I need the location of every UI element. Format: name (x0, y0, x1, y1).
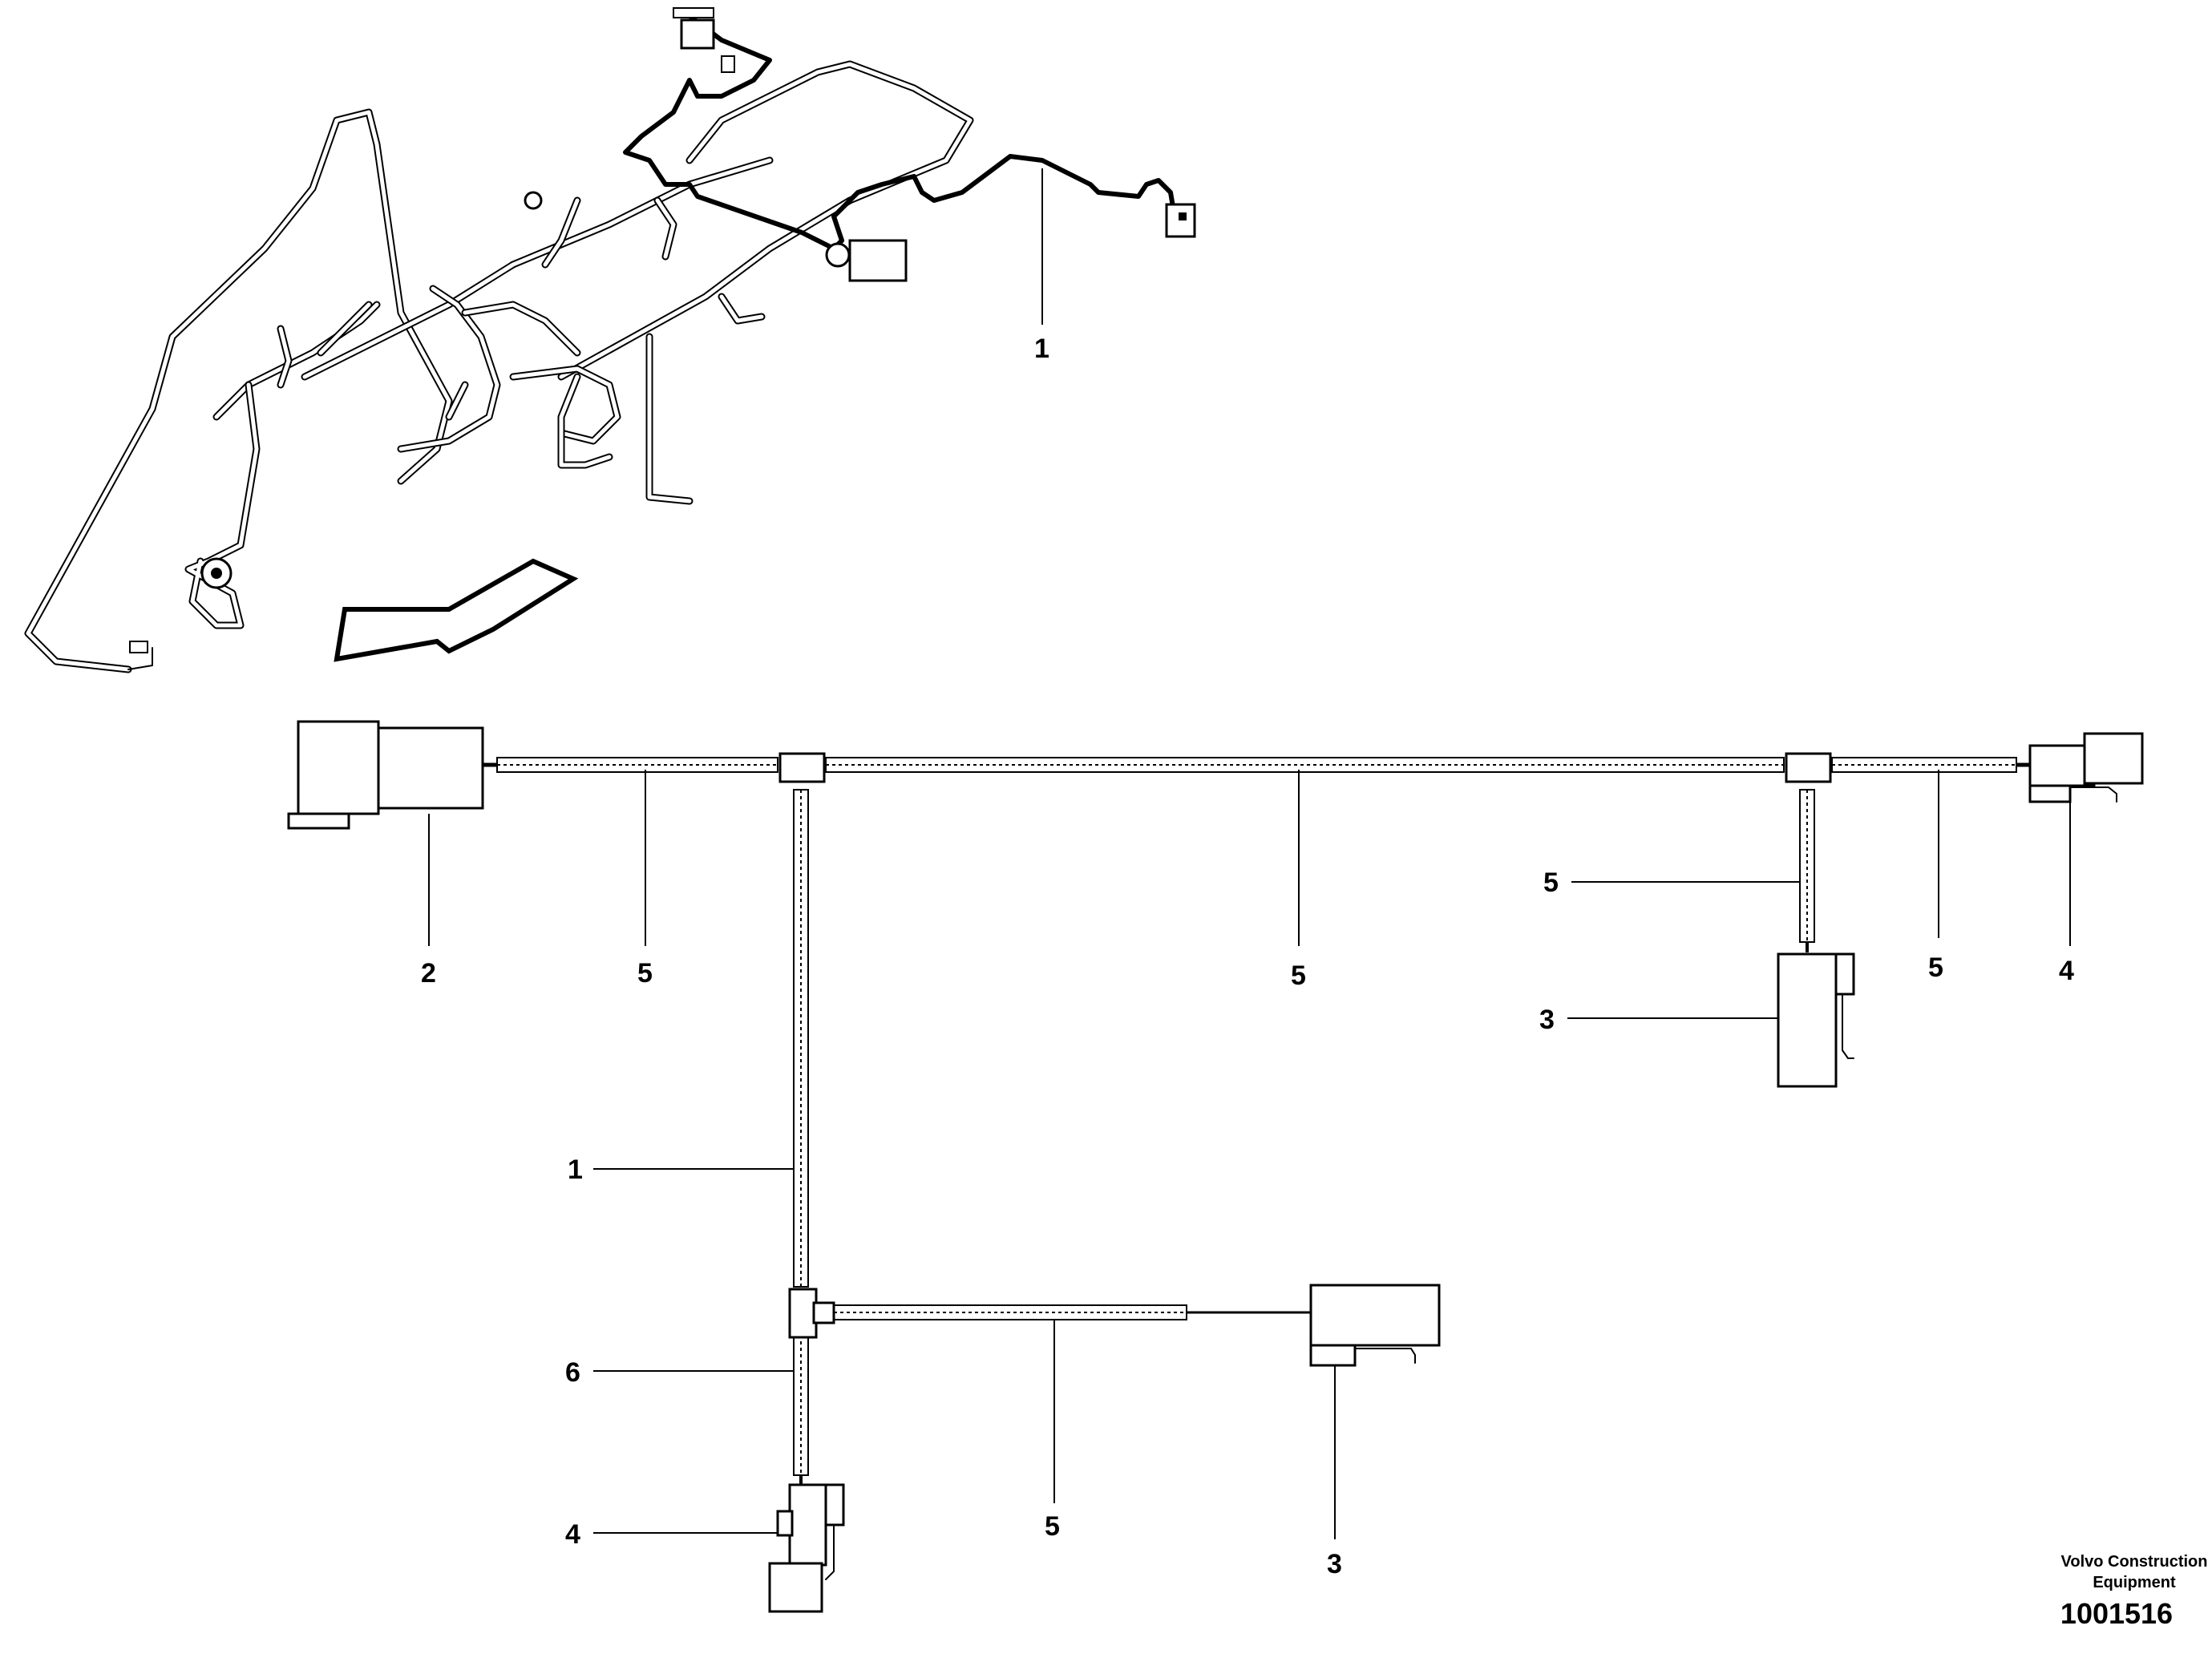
callout-conduit-3: 5 (1928, 952, 1943, 983)
callout-conduit-2: 5 (1291, 960, 1306, 991)
drawing-footer: Volvo Construction Equipment 1001516 (2060, 1553, 2208, 1630)
junction-t-1 (778, 752, 826, 783)
junction-t-3 (788, 1288, 818, 1339)
conduit-horizontal-main (496, 757, 2017, 773)
conduit-vertical-right (1799, 789, 1815, 952)
callout-connector-c2: 4 (565, 1519, 580, 1550)
connector-3-lower (1309, 1284, 1441, 1367)
harness-branch-cluster (277, 191, 677, 469)
callout-conduit-1: 5 (637, 958, 653, 989)
direction-arrow-icon (334, 558, 579, 662)
harness-highlighted (623, 7, 1196, 282)
connector-3-upper (1777, 952, 1855, 1088)
callout-harness-branch: 1 (568, 1154, 583, 1185)
harness-schematic: 2 5 5 5 4 5 3 1 6 4 5 3 (287, 720, 2144, 1613)
callout-conduit-6: 6 (565, 1357, 580, 1388)
harness-central-trunk (301, 60, 974, 505)
drawing-number: 1001516 (2060, 1597, 2173, 1630)
conduit-lower-branch (833, 1304, 1311, 1320)
conduit-vertical-main (793, 789, 809, 1476)
connector-2 (287, 720, 497, 830)
connector-4-lower (768, 1475, 845, 1613)
company-name-line1: Volvo Construction (2061, 1553, 2208, 1571)
callout-conduit-5: 5 (1045, 1511, 1060, 1542)
callout-connector-c1: 4 (2059, 956, 2074, 986)
machine-harness-illustration: 1 (24, 7, 1196, 673)
callout-connector-a: 2 (421, 958, 436, 989)
connector-top-icon (680, 18, 715, 50)
junction-t-2 (1785, 752, 1832, 783)
callout-connector-b2: 3 (1327, 1549, 1342, 1579)
company-name-line2: Equipment (2093, 1574, 2176, 1591)
connector-4-upper (2016, 732, 2144, 803)
callout-connector-b1: 3 (1539, 1005, 1555, 1035)
harness-left-outline (24, 108, 453, 673)
callout-conduit-4: 5 (1543, 867, 1559, 898)
harness-left-loop (184, 301, 381, 629)
callout-harness-main: 1 (1034, 334, 1049, 364)
